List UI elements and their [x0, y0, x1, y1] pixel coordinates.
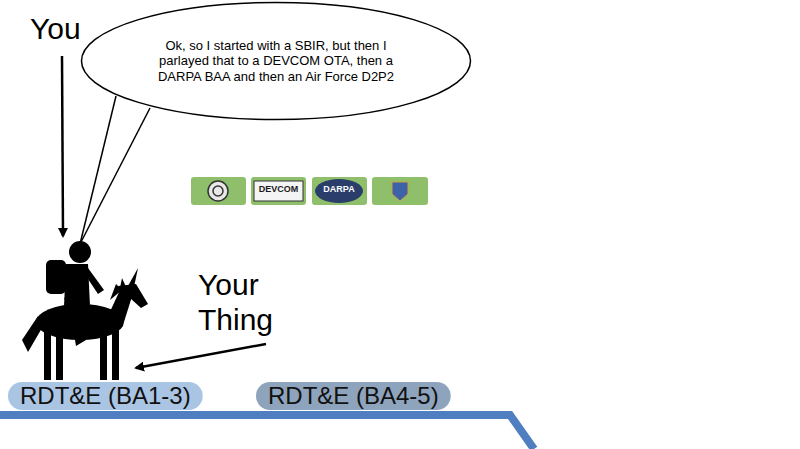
funding-band: RDT&E (BA4-5) [256, 382, 451, 410]
band-label: RDT&E (BA1-3) [20, 382, 191, 411]
speech-bubble: Ok, so I started with a SBIR, but then I… [80, 1, 472, 121]
logo-text: DARPA [315, 185, 363, 195]
bubble-tail [80, 108, 150, 244]
speech-text: Ok, so I started with a SBIR, but then I… [145, 38, 407, 85]
rider-on-unicorn [22, 241, 148, 380]
bubble-tail-fill [80, 96, 150, 244]
person-label: You [30, 12, 110, 47]
pointer-arrow [136, 344, 266, 368]
bubble-tail [80, 96, 116, 244]
logo-text: DEVCOM [254, 185, 303, 195]
logo-badges [191, 177, 428, 205]
band-label: RDT&E (BA4-5) [268, 382, 439, 411]
ground-line [0, 415, 534, 449]
funding-band: RDT&E (BA1-3) [8, 382, 203, 410]
pointer-label: Your Thing [198, 268, 298, 337]
pointer-arrow [62, 56, 63, 236]
